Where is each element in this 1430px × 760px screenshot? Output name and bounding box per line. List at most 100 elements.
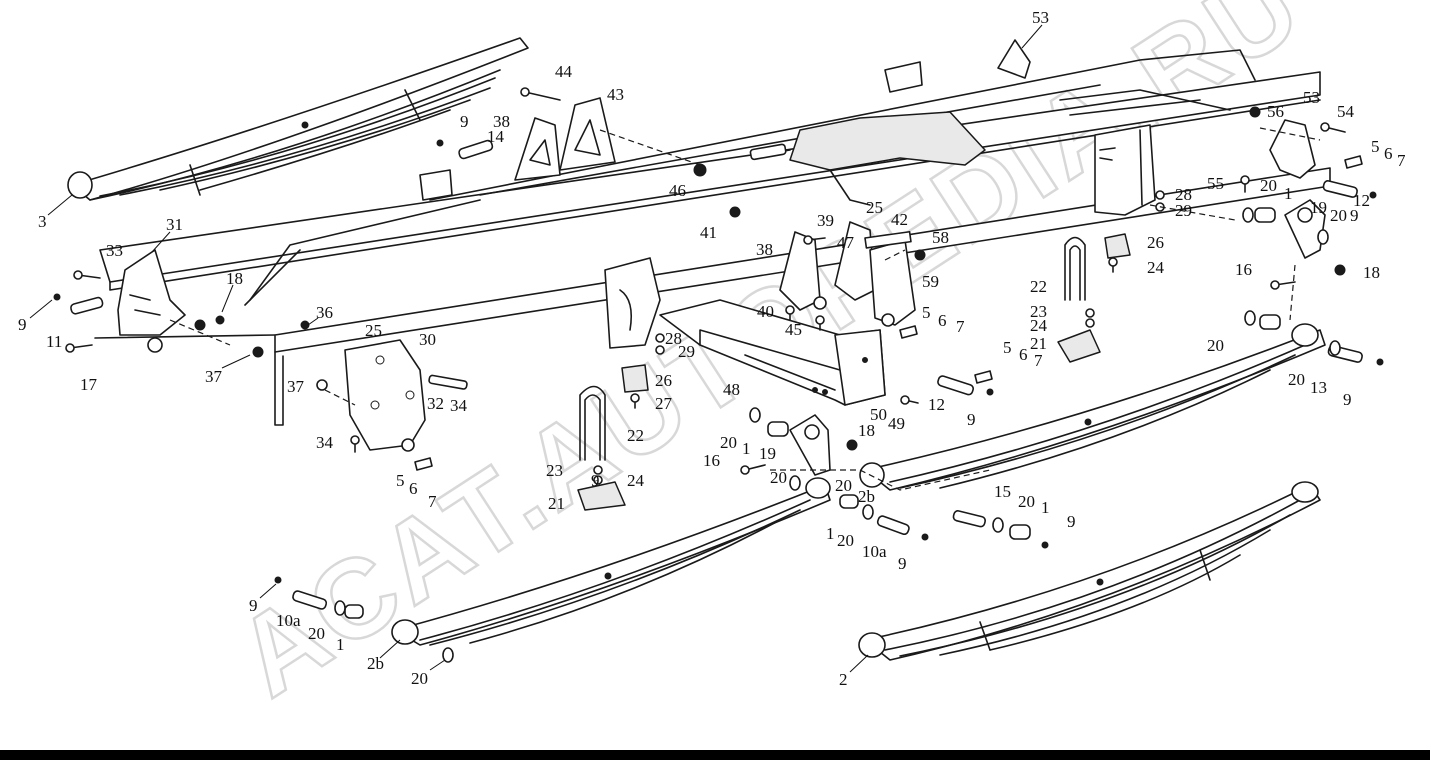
vertical-bracket-left (604, 257, 661, 349)
front-shackle-19 (789, 414, 831, 476)
leaf-spring-2 (858, 481, 1321, 661)
callout-2b: 2b (367, 654, 384, 673)
callout-49: 49 (888, 414, 905, 433)
assembly-guide-lines (169, 127, 1321, 491)
central-mounts-38-47-42 (779, 221, 916, 327)
callout-1: 1 (826, 524, 835, 543)
callout-33: 33 (106, 241, 123, 260)
callout-12: 12 (1353, 191, 1370, 210)
callout-labels: 53 44 43 38 9 14 56 53 54 5 6 7 3 46 55 … (18, 8, 1406, 689)
callout-37: 37 (287, 377, 305, 396)
callout-9: 9 (1067, 512, 1076, 531)
callout-20: 20 (1018, 492, 1035, 511)
callout-29: 29 (1175, 201, 1192, 220)
callout-10a: 10a (276, 611, 301, 630)
callout-47: 47 (837, 233, 855, 252)
callout-13: 13 (1310, 378, 1327, 397)
callout-7: 7 (428, 492, 437, 511)
callout-36: 36 (316, 303, 333, 322)
callout-22: 22 (1030, 277, 1047, 296)
callout-31: 31 (166, 215, 183, 234)
callout-40: 40 (757, 302, 774, 321)
callout-1: 1 (742, 439, 751, 458)
leaf-spring-2b-front (391, 477, 831, 646)
callout-9: 9 (1343, 390, 1352, 409)
callout-55: 55 (1207, 174, 1224, 193)
callout-16: 16 (703, 451, 720, 470)
bump-stops-26 (621, 233, 1131, 393)
u-bolts-22 (579, 236, 1086, 461)
callout-20: 20 (1260, 176, 1277, 195)
callout-5: 5 (396, 471, 405, 490)
bolts-and-nuts (53, 87, 1384, 584)
front-spring-hanger-31 (117, 249, 186, 353)
callout-1: 1 (1284, 184, 1293, 203)
callout-37: 37 (205, 367, 223, 386)
callout-20: 20 (770, 468, 787, 487)
callout-21: 21 (548, 494, 565, 513)
callout-9: 9 (1350, 206, 1359, 225)
callout-6: 6 (1384, 144, 1393, 163)
callout-21: 21 (1030, 334, 1047, 353)
callout-25: 25 (365, 321, 382, 340)
callout-25: 25 (866, 198, 883, 217)
callout-12: 12 (928, 395, 945, 414)
callout-19: 19 (1310, 198, 1327, 217)
callout-9: 9 (460, 112, 469, 131)
callout-24: 24 (627, 471, 645, 490)
callout-6: 6 (1019, 345, 1028, 364)
callout-56: 56 (1267, 102, 1284, 121)
callout-5: 5 (922, 303, 931, 322)
callout-28: 28 (665, 329, 682, 348)
callout-6: 6 (938, 311, 947, 330)
callout-53: 53 (1032, 8, 1049, 27)
callout-9: 9 (18, 315, 27, 334)
callout-20: 20 (308, 624, 325, 643)
callout-54: 54 (1337, 102, 1355, 121)
callout-17: 17 (80, 375, 98, 394)
callout-58: 58 (932, 228, 949, 247)
callout-5: 5 (1371, 137, 1380, 156)
pins-and-bushings (70, 139, 1363, 663)
callout-9: 9 (967, 410, 976, 429)
callout-18: 18 (858, 421, 875, 440)
callout-27: 27 (655, 394, 673, 413)
callout-20: 20 (837, 531, 854, 550)
shackle-brackets-38-43 (514, 97, 616, 181)
callout-59: 59 (922, 272, 939, 291)
callout-34: 34 (450, 396, 468, 415)
callout-3: 3 (38, 212, 47, 231)
balancer-beam-48 (659, 299, 886, 406)
callout-7: 7 (956, 317, 965, 336)
callout-48: 48 (723, 380, 740, 399)
callout-16: 16 (1235, 260, 1252, 279)
callout-46: 46 (669, 181, 686, 200)
callout-7: 7 (1034, 351, 1043, 370)
callout-44: 44 (555, 62, 573, 81)
spring-pads-21 (577, 329, 1101, 511)
callout-20: 20 (835, 476, 852, 495)
callout-26: 26 (655, 371, 672, 390)
callout-26: 26 (1147, 233, 1164, 252)
callout-43: 43 (607, 85, 624, 104)
callout-38: 38 (756, 240, 773, 259)
callout-34: 34 (316, 433, 334, 452)
callout-53: 53 (1303, 88, 1320, 107)
callout-9: 9 (249, 596, 258, 615)
callout-28: 28 (1175, 185, 1192, 204)
callout-7: 7 (1397, 151, 1406, 170)
callout-6: 6 (409, 479, 418, 498)
leaf-spring-3 (67, 37, 529, 201)
callout-45: 45 (785, 320, 802, 339)
callout-2: 2 (839, 670, 848, 689)
callout-23: 23 (546, 461, 563, 480)
callout-32: 32 (427, 394, 444, 413)
callout-42: 42 (891, 210, 908, 229)
callout-20: 20 (720, 433, 737, 452)
callout-41: 41 (700, 223, 717, 242)
callout-20: 20 (1207, 336, 1224, 355)
callout-30: 30 (419, 330, 436, 349)
callout-1: 1 (336, 635, 345, 654)
